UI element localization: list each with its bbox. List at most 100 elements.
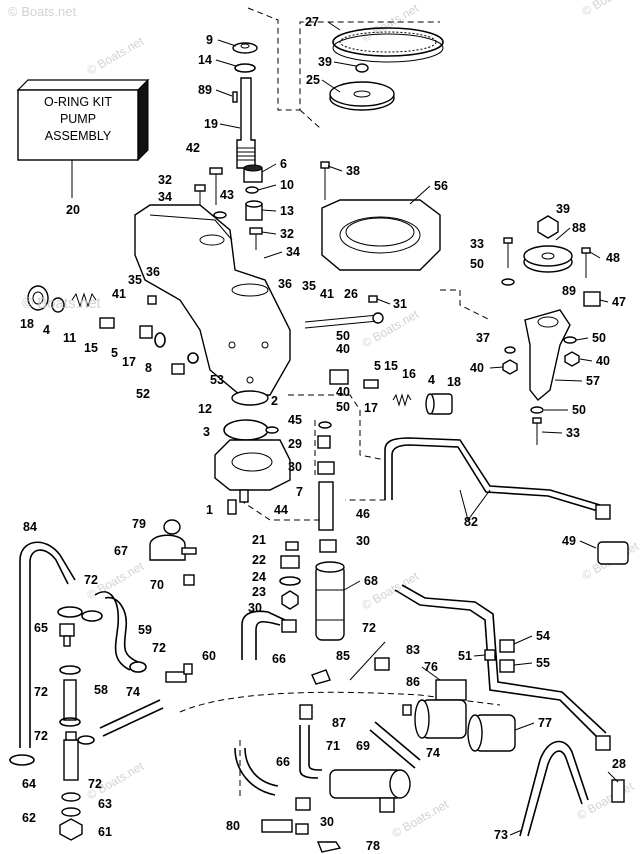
fitting-87[interactable] <box>299 704 313 720</box>
ring-45[interactable] <box>318 421 332 429</box>
filter-canister-68[interactable] <box>315 561 345 641</box>
arm-57[interactable] <box>524 309 571 401</box>
pulley-88[interactable] <box>523 245 573 273</box>
pump-69[interactable] <box>329 769 411 813</box>
nut-79[interactable] <box>163 519 181 535</box>
screw-38[interactable] <box>320 161 330 200</box>
cap-23[interactable] <box>281 590 299 610</box>
pin-2[interactable] <box>265 426 279 434</box>
clamp-72-lower[interactable] <box>59 665 81 727</box>
connector-55[interactable] <box>499 659 515 673</box>
hose-74b[interactable] <box>369 721 421 769</box>
shaft-19[interactable] <box>236 77 256 169</box>
screw-31[interactable] <box>368 295 378 303</box>
nut-40c[interactable] <box>502 359 518 375</box>
clamp-72-pair[interactable] <box>57 606 103 622</box>
piston-15b[interactable] <box>363 379 379 389</box>
filter-22[interactable] <box>280 555 300 569</box>
connector-51[interactable] <box>484 649 496 661</box>
fitting-60[interactable] <box>165 663 193 683</box>
cylinder-77a[interactable] <box>414 699 467 739</box>
ring-10[interactable] <box>245 186 259 194</box>
valve-body-18b[interactable] <box>425 393 453 415</box>
tube-80[interactable] <box>261 819 293 833</box>
hose-66b[interactable] <box>234 747 279 796</box>
tube-58[interactable] <box>63 679 77 721</box>
clamp-30a[interactable] <box>317 461 335 475</box>
spacer-4a[interactable] <box>51 297 65 313</box>
screw-42[interactable] <box>209 167 223 205</box>
hose-71[interactable] <box>299 725 323 779</box>
pin-89[interactable] <box>232 91 238 103</box>
bushing-47[interactable] <box>583 291 601 307</box>
hose-74a[interactable] <box>99 699 164 737</box>
bushing-13[interactable] <box>245 200 263 221</box>
grommet-83[interactable] <box>374 657 390 671</box>
ring-8[interactable] <box>154 332 166 348</box>
hose-66a[interactable] <box>241 610 286 660</box>
spring-11[interactable] <box>71 292 97 308</box>
ring-53[interactable] <box>187 352 199 364</box>
fitting-78[interactable] <box>316 841 342 853</box>
bearing-6[interactable] <box>243 164 263 183</box>
ring-18a[interactable] <box>27 285 49 311</box>
nut-61[interactable] <box>59 818 83 841</box>
piston-15a[interactable] <box>99 317 115 329</box>
fuel-line-82[interactable] <box>384 437 611 520</box>
clamp-30d[interactable] <box>295 797 311 835</box>
belt-27[interactable] <box>332 27 444 63</box>
screw-48[interactable] <box>581 247 591 278</box>
fitting-64[interactable] <box>63 731 79 781</box>
fitting-29[interactable] <box>317 435 331 449</box>
pulley-25[interactable] <box>329 81 395 111</box>
hose-right[interactable] <box>394 584 611 751</box>
washer-63[interactable] <box>61 792 81 802</box>
o-ring-kit-box[interactable]: O-RING KIT PUMP ASSEMBLY 20 <box>16 78 150 217</box>
pump-housing[interactable] <box>134 204 291 396</box>
screw-86[interactable] <box>402 704 412 716</box>
fitting-65[interactable] <box>59 623 75 647</box>
clamp-72-e[interactable] <box>9 735 95 766</box>
screw-70[interactable] <box>183 574 195 586</box>
cylinder-77b[interactable] <box>467 714 516 752</box>
nut-41a[interactable] <box>147 295 157 305</box>
washer-9[interactable] <box>232 42 258 54</box>
nut-39b[interactable] <box>537 215 559 239</box>
fitting-85[interactable] <box>311 669 331 685</box>
o-ring-3[interactable] <box>223 419 269 441</box>
screw-44[interactable] <box>227 489 249 515</box>
bracket-56[interactable] <box>321 199 441 271</box>
nut-39[interactable] <box>355 63 369 73</box>
rod-26[interactable] <box>304 312 384 329</box>
ring-17a[interactable] <box>139 325 153 339</box>
pump-cover[interactable] <box>214 439 291 491</box>
plate-12[interactable] <box>231 390 269 406</box>
o-ring-24[interactable] <box>279 576 301 586</box>
washer-43[interactable] <box>213 211 227 219</box>
screw-33b[interactable] <box>532 417 542 445</box>
hose-73[interactable] <box>519 740 589 837</box>
screw-33a[interactable] <box>503 237 513 268</box>
clamp-30b[interactable] <box>319 539 337 553</box>
fitting-28[interactable] <box>611 779 625 803</box>
washer-50c[interactable] <box>563 336 577 344</box>
nut-40b[interactable] <box>564 351 580 367</box>
clamp-72b[interactable] <box>129 661 147 673</box>
clip-21[interactable] <box>285 541 299 551</box>
hose-59[interactable] <box>94 591 139 671</box>
wire-72c[interactable] <box>349 641 386 681</box>
washer-62[interactable] <box>61 807 81 817</box>
hose-84[interactable] <box>19 541 76 748</box>
clamp-30c[interactable] <box>281 619 297 633</box>
ring-14[interactable] <box>234 63 256 73</box>
clip-49[interactable] <box>597 541 629 565</box>
spring-16[interactable] <box>392 393 412 407</box>
clamp-67[interactable] <box>149 534 197 561</box>
washer-50d[interactable] <box>530 406 544 414</box>
fitting-17b[interactable] <box>329 369 349 385</box>
pin-37[interactable] <box>504 346 516 354</box>
washer-50a[interactable] <box>501 278 515 286</box>
connector-54[interactable] <box>499 639 515 653</box>
screw-32b[interactable] <box>249 227 263 250</box>
fitting-52[interactable] <box>171 363 185 375</box>
